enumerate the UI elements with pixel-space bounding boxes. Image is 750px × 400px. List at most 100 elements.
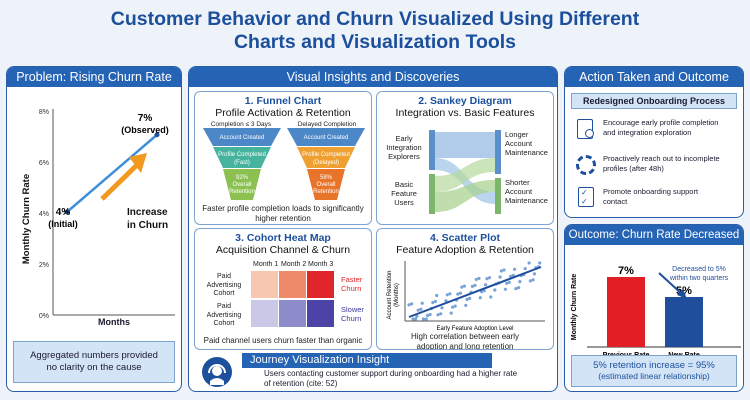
sankey-label: Shorter [505,178,530,187]
funnel-right-stage-label: Account Created [304,135,349,141]
funnel-right-stage-3 [307,169,345,200]
arrow-label: in Churn [127,220,168,231]
funnel-right-stage-1 [287,128,365,146]
scatter-point [453,304,457,308]
action-text: Promote onboarding support contact [603,187,698,207]
outcome-note: Decreased to 5% [672,266,726,273]
document-search-icon [577,119,593,139]
scatter-point [502,268,506,272]
scatter-point [485,277,489,281]
journey-line: Users contacting customer support during… [264,369,518,378]
heatmap-month: Month 2 [281,261,307,268]
caption-line: High correlation between early [410,332,520,341]
funnel-right-stage-label: Overall [316,182,335,188]
footer-line: (estimated linear relationship) [598,371,710,381]
scatter-point [489,295,493,299]
gear-people-icon [576,155,596,175]
label-line: Faster [341,275,363,284]
scatter-point [484,283,488,287]
scatter-point [503,287,507,291]
churn-line [66,133,158,213]
footer-line: no clarity on the cause [46,362,142,373]
outcome-footer: 5% retention increase = 95% (estimated l… [571,355,737,387]
footer-line: 5% retention increase = 95% [593,360,715,371]
scatter-point [451,305,455,309]
scatter-point [414,317,418,321]
sankey-flow [435,132,495,158]
sankey-right-top: Longer Account Maintenance [505,130,553,157]
sankey-node-left-top [429,130,435,170]
row-label-line: Cohort [213,290,235,297]
outcome-bar [607,277,645,347]
sankey-right-bottom: Shorter Account Maintenance [505,178,553,205]
checklist-icon: ✓✓ [578,187,594,207]
sankey-label: Users [394,198,414,207]
sankey-flow [435,158,495,192]
sankey-flow [435,180,495,212]
scatter-point [528,279,532,283]
scatter-point [514,287,518,291]
arrow-label: Increase [127,207,168,218]
scatter-point [507,280,511,284]
scatter-point [538,261,542,265]
start-sublabel: (Initial) [48,219,78,229]
y-tick: 4% [39,211,49,218]
scatter-point [425,313,430,318]
scatter-point [487,276,492,280]
scatter-point [424,317,428,321]
funnel-left-stage-label: (Fast) [234,160,250,166]
headset-glyph [208,364,226,385]
sankey-left-bottom: Basic Feature Users [383,180,425,207]
sankey-label: Basic [394,180,414,189]
label-line: Churn [341,314,362,323]
journey-text: Users contacting customer support during… [264,369,517,388]
heatmap-cell [279,300,306,327]
action-header: Action Taken and Outcome [565,67,743,87]
outcome-header: Outcome: Churn Rate Decreased [565,225,743,245]
y-tick: 2% [39,262,49,269]
funnel-right-stage-label: Profile Completed [302,152,350,158]
scatter-point [419,307,423,311]
sankey-label: Feature [391,189,417,198]
funnel-chart: Account Created Profile Completed (Fast)… [203,128,365,200]
heatmap-cell [307,300,334,327]
action-text: Encourage early profile completion and i… [603,118,718,138]
label-line: Slower [341,305,364,314]
x-axis-label: Months [98,317,130,327]
outcome-note: within two quarters [669,275,729,282]
decrease-arrow [658,272,684,296]
funnel-subtitle: Profile Activation & Retention [215,107,351,119]
title-line-1: Customer Behavior and Churn Visualized U… [110,8,640,30]
funnel-left-label: Completion ≤ 3 Days [210,121,272,128]
sankey-title: 2. Sankey Diagram [418,95,512,107]
scatter-point [518,280,522,284]
y-tick: 8% [39,109,49,116]
sankey-label: Account [505,139,533,148]
scatter-subtitle: Feature Adoption & Retention [396,244,534,256]
scatter-point [498,275,502,279]
row-label-line: Paid [216,303,231,310]
funnel-right-stage-label: Retention [313,189,339,195]
label-line: Churn [341,284,362,293]
funnel-left-stage-label: Retention [229,189,255,195]
y-tick: 0% [39,313,49,320]
journey-title: Journey Visualization Insight [242,353,492,368]
slower-churn-label: Slower Churn [341,305,364,323]
outcome-panel: Outcome: Churn Rate Decreased Monthly Ch… [564,224,744,392]
heatmap-caption: Paid channel users churn faster than org… [203,336,363,345]
row-label-line: Paid [216,273,231,280]
faster-churn-label: Faster Churn [341,275,362,293]
funnel-left-stage-label: Overall [232,182,251,188]
row-label-line: Cohort [213,320,235,327]
end-label: 7% [138,113,153,124]
action-item: Proactively reach out to incomplete prof… [571,151,741,183]
insights-header: Visual Insights and Discoveries [189,67,557,87]
churn-start-point [64,209,70,215]
scatter-point [480,290,484,294]
scatter-point [493,288,497,292]
funnel-left-stage-label: Account Created [220,135,265,141]
scatter-point [411,317,415,321]
heatmap-cell [251,300,278,327]
action-line: and integration exploration [603,128,692,137]
scatter-xlabel: Early Feature Adoption Level [436,326,513,332]
